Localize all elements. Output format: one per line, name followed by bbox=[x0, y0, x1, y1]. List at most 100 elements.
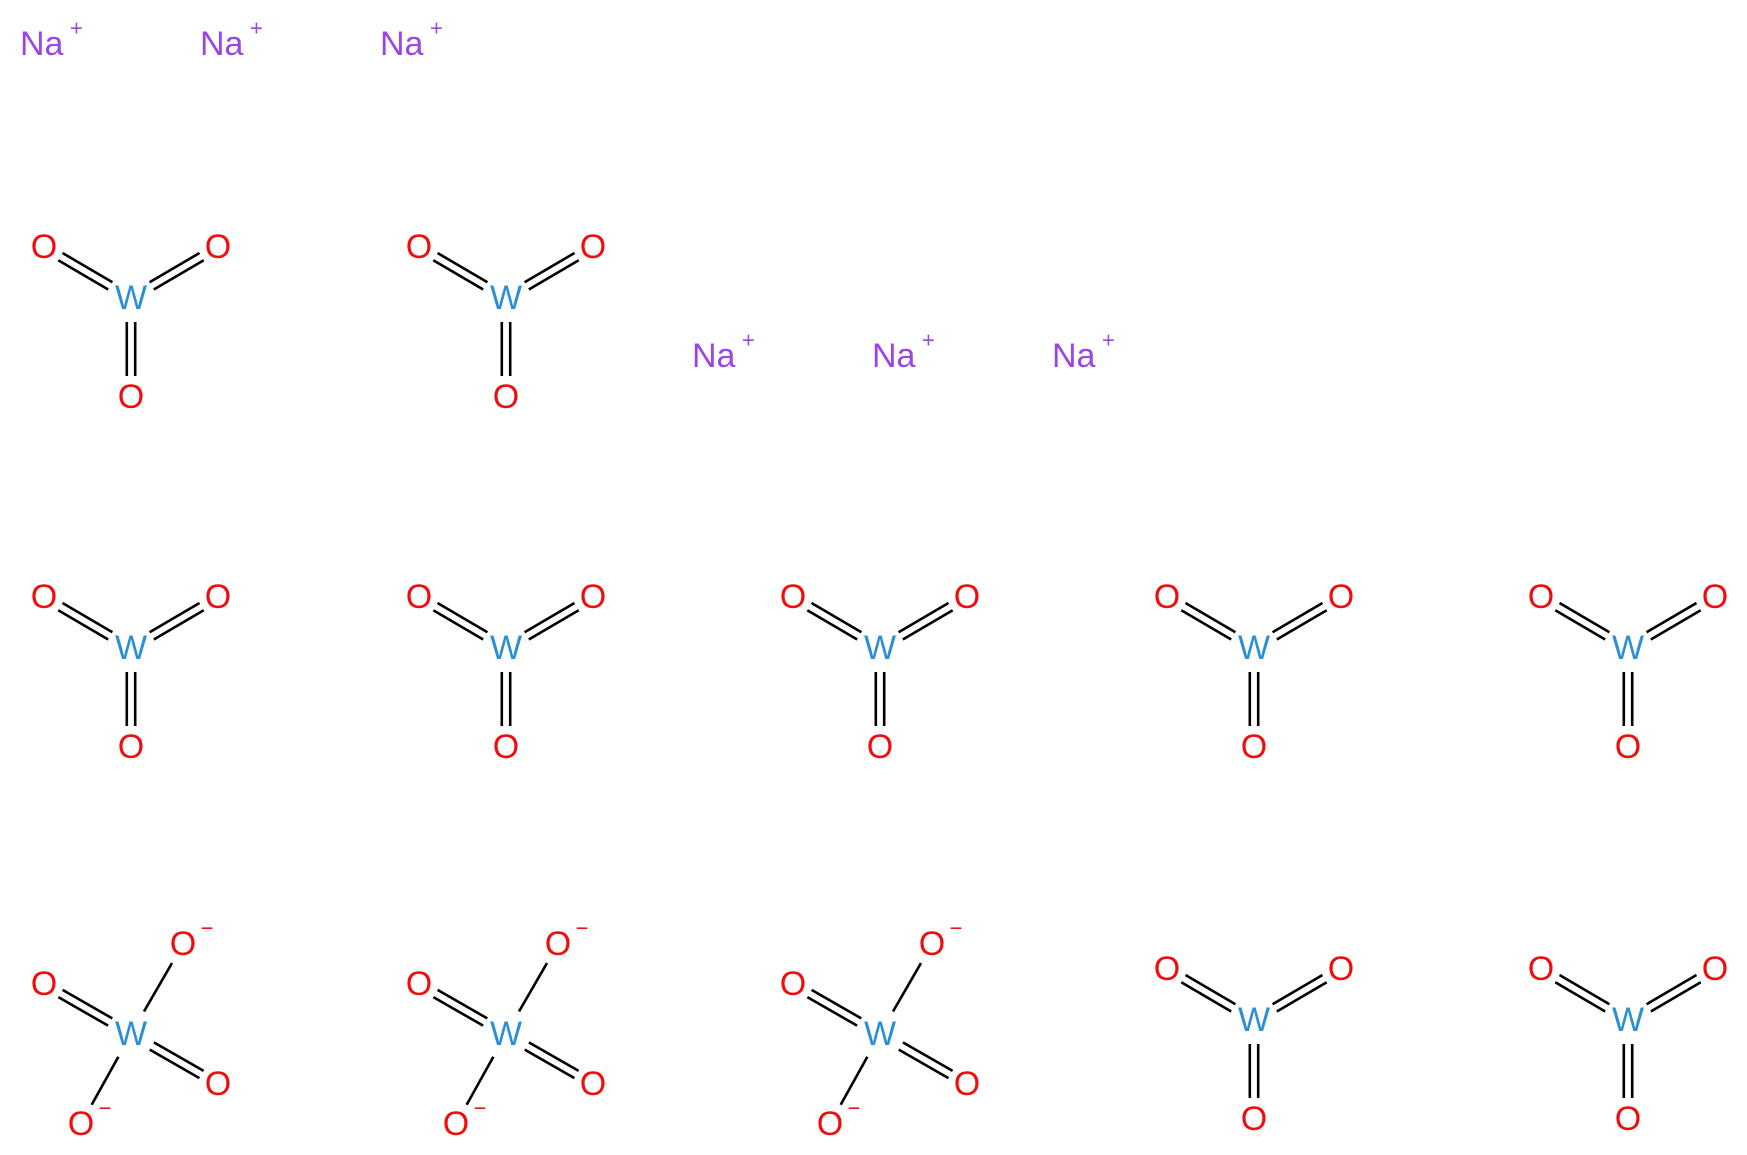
oxygen-atom: O bbox=[31, 228, 57, 266]
bond-line bbox=[897, 601, 950, 634]
double-bond bbox=[57, 601, 114, 641]
sodium-ion: Na+ bbox=[20, 16, 83, 64]
oxygen-atom: O bbox=[1154, 578, 1180, 616]
oxide-oxygen-atom: O bbox=[817, 1105, 843, 1143]
oxygen-atom: O bbox=[954, 578, 980, 616]
positive-charge: + bbox=[1102, 328, 1115, 353]
bond-line bbox=[806, 609, 858, 641]
tungsten-atom: W bbox=[1612, 1001, 1644, 1039]
bond-line bbox=[806, 995, 858, 1027]
oxide-oxygen-atom: O bbox=[170, 925, 196, 963]
oxygen-atom: O bbox=[406, 228, 432, 266]
bond-line bbox=[810, 601, 863, 634]
bond-line bbox=[153, 259, 205, 291]
positive-charge: + bbox=[922, 328, 935, 353]
double-bond bbox=[1622, 1044, 1634, 1098]
bond-line bbox=[528, 259, 580, 291]
bond-line bbox=[1276, 981, 1328, 1013]
bond-line bbox=[528, 609, 580, 641]
bond-line bbox=[148, 601, 201, 634]
bond-line bbox=[61, 988, 113, 1020]
bond-line bbox=[1271, 601, 1324, 634]
double-bond bbox=[1622, 672, 1634, 726]
bond-line bbox=[57, 609, 109, 641]
double-bond bbox=[432, 251, 489, 291]
oxygen-atom: O bbox=[1154, 950, 1180, 988]
oxide-oxygen-atom: O bbox=[443, 1105, 469, 1143]
bond-line bbox=[148, 251, 201, 284]
bond-line bbox=[902, 1041, 954, 1073]
bond-line bbox=[1180, 981, 1232, 1013]
tungsten-atom: W bbox=[1238, 1001, 1270, 1039]
oxygen-atom: O bbox=[118, 378, 144, 416]
sodium-symbol: Na bbox=[20, 25, 64, 63]
bond-line bbox=[1558, 973, 1611, 1006]
bond-line bbox=[523, 251, 576, 284]
negative-charge: − bbox=[576, 916, 589, 941]
negative-charge: − bbox=[201, 916, 214, 941]
negative-charge: − bbox=[474, 1096, 487, 1121]
bond-line bbox=[436, 988, 488, 1020]
oxygen-atom: O bbox=[406, 965, 432, 1003]
single-bond bbox=[839, 1056, 869, 1106]
oxygen-atom: O bbox=[1328, 578, 1354, 616]
sodium-ion: Na+ bbox=[872, 328, 935, 376]
oxide-oxygen-atom: O bbox=[545, 925, 571, 963]
oxygen-atom: O bbox=[780, 578, 806, 616]
oxygen-atom: O bbox=[118, 728, 144, 766]
bond-line bbox=[523, 601, 576, 634]
oxide-oxygen-atom: O bbox=[68, 1105, 94, 1143]
oxygen-atom: O bbox=[1615, 728, 1641, 766]
tungsten-atom: W bbox=[1238, 629, 1270, 667]
double-bond bbox=[1180, 601, 1237, 641]
tungsten-atom: W bbox=[1612, 629, 1644, 667]
bond-line bbox=[528, 1041, 580, 1073]
sodium-symbol: Na bbox=[872, 337, 916, 375]
tungsten-atom: W bbox=[115, 1015, 147, 1053]
oxide-oxygen-atom: O bbox=[919, 925, 945, 963]
double-bond bbox=[1248, 672, 1260, 726]
bond-line bbox=[1554, 609, 1606, 641]
bond-line bbox=[1554, 981, 1606, 1013]
sodium-ion: Na+ bbox=[380, 16, 443, 64]
sodium-symbol: Na bbox=[692, 337, 736, 375]
tungsten-atom: W bbox=[115, 279, 147, 317]
tungsten-trioxide: W O O O bbox=[31, 228, 231, 416]
bond-line bbox=[1271, 973, 1324, 1006]
sodium-ion: Na+ bbox=[200, 16, 263, 64]
oxygen-atom: O bbox=[205, 1065, 231, 1103]
double-bond bbox=[1554, 973, 1611, 1013]
single-bond bbox=[517, 962, 549, 1013]
double-bond bbox=[1271, 973, 1328, 1013]
double-bond bbox=[432, 601, 489, 641]
double-bond bbox=[523, 251, 580, 291]
bond-line bbox=[153, 1041, 205, 1073]
oxygen-atom: O bbox=[580, 578, 606, 616]
oxygen-atom: O bbox=[580, 1065, 606, 1103]
double-bond bbox=[806, 988, 862, 1027]
oxygen-atom: O bbox=[580, 228, 606, 266]
oxygen-atom: O bbox=[205, 228, 231, 266]
bond-line bbox=[1558, 601, 1611, 634]
sodium-ion: Na+ bbox=[692, 328, 755, 376]
tungsten-atom: W bbox=[490, 629, 522, 667]
oxygen-atom: O bbox=[1702, 950, 1728, 988]
single-bond bbox=[891, 962, 923, 1013]
double-bond bbox=[524, 1041, 580, 1080]
double-bond bbox=[57, 988, 113, 1027]
bond-line bbox=[57, 259, 109, 291]
double-bond bbox=[149, 1041, 205, 1080]
bond-line bbox=[1645, 601, 1698, 634]
single-bond bbox=[142, 962, 174, 1013]
positive-charge: + bbox=[742, 328, 755, 353]
double-bond bbox=[432, 988, 488, 1027]
bond-line bbox=[524, 1048, 576, 1080]
